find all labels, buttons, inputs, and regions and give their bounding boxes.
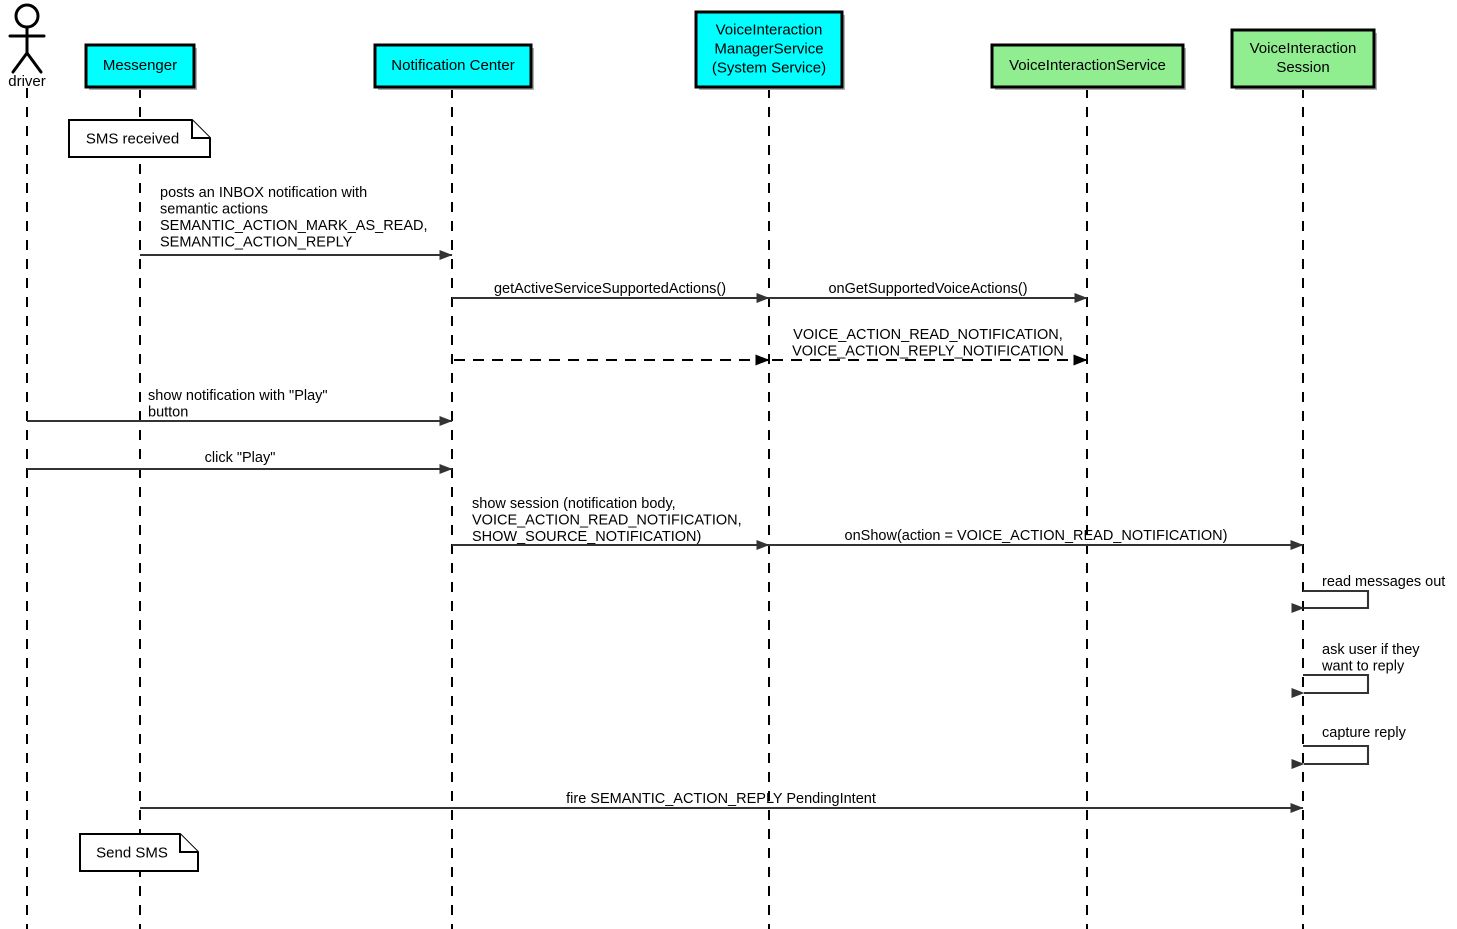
- participant-label: (System Service): [712, 59, 826, 76]
- participant-label: VoiceInteractionService: [1009, 57, 1166, 74]
- actor-driver[interactable]: driver: [8, 3, 46, 90]
- participant-label: ManagerService: [714, 40, 823, 57]
- participants-layer: Messenger Notification Center VoiceInterac…: [84, 10, 1377, 90]
- lifelines-layer: [26, 88, 1304, 929]
- msg-get-active-service-supported-actions[interactable]: getActiveServiceSupportedActions(): [452, 281, 770, 303]
- note-body: [68, 119, 211, 158]
- participant-box[interactable]: [373, 43, 533, 89]
- message-label: VOICE_ACTION_READ_NOTIFICATION,: [472, 513, 742, 529]
- self-capture-reply[interactable]: capture reply: [1291, 725, 1407, 769]
- note-body: [79, 833, 199, 872]
- self-read-messages-out[interactable]: read messages out: [1291, 574, 1445, 613]
- message-label: fire SEMANTIC_ACTION_REPLY PendingIntent: [566, 791, 876, 807]
- actor-layer: driver: [8, 3, 46, 90]
- message-label: show notification with "Play": [148, 388, 328, 404]
- message-label: VOICE_ACTION_REPLY_NOTIFICATION: [792, 344, 1064, 360]
- self-message-loop: [1291, 744, 1370, 769]
- participant-box[interactable]: [84, 43, 196, 89]
- participant-messenger[interactable]: Messenger: [84, 43, 197, 90]
- message-label: SHOW_SOURCE_NOTIFICATION): [472, 529, 701, 545]
- participant-label: Messenger: [103, 57, 177, 74]
- note-label: Send SMS: [96, 844, 168, 861]
- message-label: posts an INBOX notification with: [160, 185, 367, 201]
- participant-voiceinteraction-service[interactable]: VoiceInteractionService: [990, 43, 1186, 90]
- message-label: onShow(action = VOICE_ACTION_READ_NOTIFI…: [845, 528, 1228, 544]
- message-label: getActiveServiceSupportedActions(): [494, 281, 726, 297]
- self-message-loop: [1291, 589, 1370, 613]
- message-label: VOICE_ACTION_READ_NOTIFICATION,: [793, 327, 1063, 343]
- actor-left-leg-icon: [11, 51, 29, 74]
- participant-box[interactable]: [694, 10, 844, 89]
- note-fold-corner-icon: [191, 120, 210, 139]
- msg-fire-semantic-action-reply[interactable]: fire SEMANTIC_ACTION_REPLY PendingIntent: [140, 791, 1304, 813]
- participant-notification-center[interactable]: Notification Center: [373, 43, 534, 90]
- self-message-label: read messages out: [1322, 574, 1445, 590]
- participant-box[interactable]: [990, 43, 1185, 89]
- self-message-label: capture reply: [1322, 725, 1407, 741]
- msg-posts-inbox-notification[interactable]: posts an INBOX notification withsemantic…: [140, 185, 453, 260]
- msg-show-notification-play[interactable]: show notification with "Play"button: [27, 388, 453, 426]
- message-label: button: [148, 405, 188, 421]
- msg-click-play[interactable]: click "Play": [27, 450, 453, 474]
- msg-show-session[interactable]: show session (notification body,VOICE_AC…: [452, 496, 770, 550]
- actor-head-icon: [14, 3, 40, 29]
- actor-right-leg-icon: [25, 51, 43, 74]
- participant-label: Notification Center: [391, 57, 514, 74]
- message-label: show session (notification body,: [472, 496, 676, 512]
- msg-on-get-supported-voice-actions[interactable]: onGetSupportedVoiceActions(): [769, 281, 1088, 303]
- messages-layer: posts an INBOX notification withsemantic…: [27, 185, 1304, 813]
- message-label: onGetSupportedVoiceActions(): [828, 281, 1027, 297]
- note-send-sms[interactable]: Send SMS: [79, 833, 199, 872]
- self-message-loop: [1291, 673, 1370, 698]
- note-fold-corner-icon: [179, 834, 198, 853]
- note-label: SMS received: [86, 130, 179, 147]
- participant-box[interactable]: [1230, 28, 1376, 89]
- participant-label: VoiceInteraction: [716, 21, 823, 38]
- message-label: semantic actions: [160, 202, 268, 218]
- msg-on-show[interactable]: onShow(action = VOICE_ACTION_READ_NOTIFI…: [769, 528, 1304, 550]
- self-message-label: ask user if they: [1322, 642, 1420, 658]
- note-sms-received[interactable]: SMS received: [68, 119, 211, 158]
- message-label: SEMANTIC_ACTION_MARK_AS_READ,: [160, 218, 428, 234]
- participant-label: Session: [1276, 59, 1329, 76]
- participant-label: VoiceInteraction: [1250, 40, 1357, 57]
- self-message-label: want to reply: [1321, 659, 1405, 675]
- actor-label: driver: [8, 73, 46, 90]
- message-label: SEMANTIC_ACTION_REPLY: [160, 235, 353, 251]
- message-label: click "Play": [205, 450, 276, 466]
- msg-voice-actions-return[interactable]: VOICE_ACTION_READ_NOTIFICATION,VOICE_ACT…: [769, 327, 1088, 366]
